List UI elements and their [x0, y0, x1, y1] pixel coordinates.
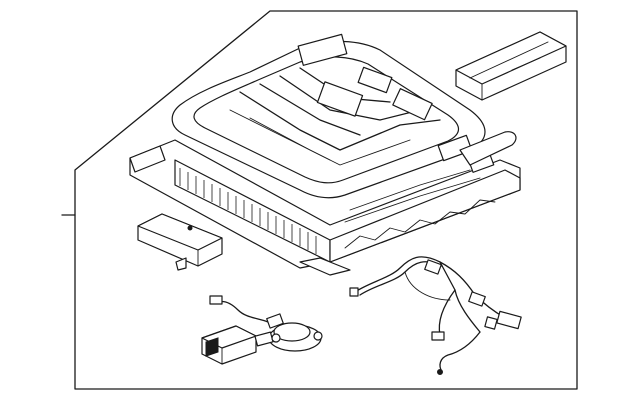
diagram-border: [74, 10, 578, 390]
seat-frame-assembly: [129, 33, 521, 276]
control-module: [137, 213, 223, 271]
motor-assembly: [201, 295, 323, 365]
side-cover-pad: [455, 31, 567, 101]
wire-harness: [349, 256, 522, 375]
